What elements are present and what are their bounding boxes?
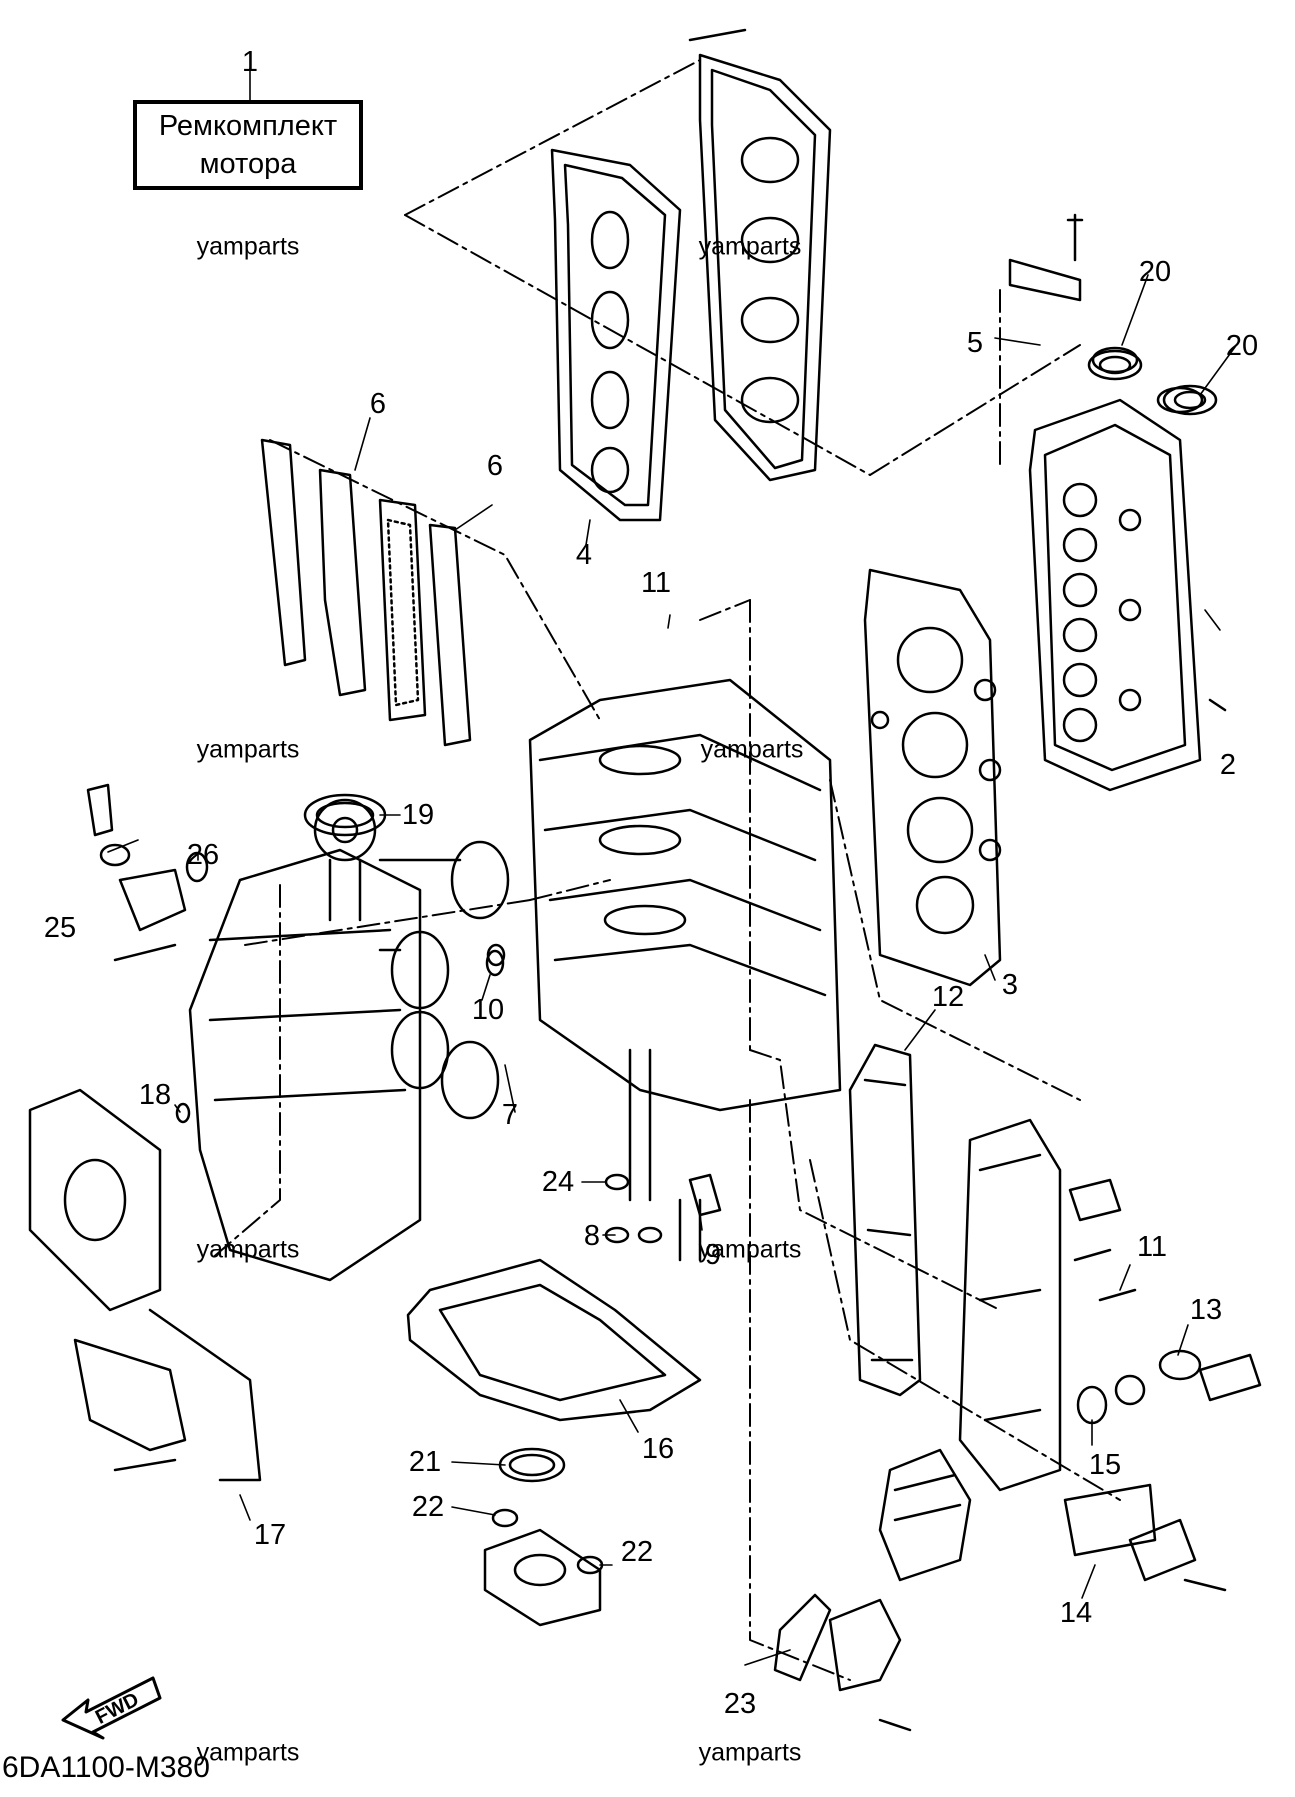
part-number-4: 4 — [575, 539, 593, 571]
watermark: yamparts — [698, 232, 802, 261]
part-number-13: 13 — [1189, 1294, 1223, 1326]
seal-20a — [1087, 349, 1143, 381]
part-number-22b: 22 — [620, 1536, 654, 1568]
part-number-15: 15 — [1088, 1449, 1122, 1481]
part-number-21: 21 — [408, 1446, 442, 1478]
part-number-20a: 20 — [1138, 256, 1172, 288]
gasket-6b — [428, 523, 472, 747]
part-number-10: 10 — [471, 994, 505, 1026]
cylinder-head — [1028, 398, 1202, 792]
watermark: yamparts — [698, 1235, 802, 1264]
watermark: yamparts — [196, 1738, 300, 1767]
part-number-26: 26 — [186, 839, 220, 871]
fwd-arrow-icon: FWD — [61, 1676, 162, 1740]
part-number-8: 8 — [583, 1220, 601, 1252]
part-number-6b: 6 — [486, 450, 504, 482]
part-number-7: 7 — [501, 1099, 519, 1131]
watermark: yamparts — [196, 232, 300, 261]
gasket-4 — [550, 148, 682, 522]
part-number-2: 2 — [1219, 749, 1237, 781]
gasket-13 — [1158, 1349, 1202, 1381]
part-number-12: 12 — [931, 981, 965, 1013]
exhaust-cover — [958, 1118, 1062, 1492]
kit-box: Ремкомплект мотора — [133, 100, 363, 190]
oring-26 — [185, 851, 209, 883]
watermark: yamparts — [196, 1235, 300, 1264]
part-number-14: 14 — [1059, 1597, 1093, 1629]
part-number-19: 19 — [401, 799, 435, 831]
part-number-9: 9 — [704, 1239, 722, 1271]
kit-box-number: 1 — [241, 46, 259, 78]
part-number-5: 5 — [966, 327, 984, 359]
part-number-18: 18 — [138, 1079, 172, 1111]
part-number-6a: 6 — [369, 388, 387, 420]
part-number-22a: 22 — [411, 1491, 445, 1523]
kit-box-line2: мотора — [199, 148, 297, 180]
part-number-20b: 20 — [1225, 330, 1259, 362]
crankcase — [528, 678, 842, 1112]
part-number-11a: 11 — [640, 567, 672, 599]
gasket-6a — [318, 468, 367, 697]
oring-25 — [99, 843, 131, 867]
oil-filter — [878, 1448, 972, 1582]
kit-box-line1: Ремкомплект — [158, 110, 338, 142]
head-cover — [698, 53, 832, 482]
watermark: yamparts — [698, 1738, 802, 1767]
part-number-23: 23 — [723, 1688, 757, 1720]
part-number-25: 25 — [43, 912, 77, 944]
part-number-16: 16 — [641, 1433, 675, 1465]
side-cover-left — [28, 1088, 162, 1312]
part-number-3: 3 — [1001, 969, 1019, 1001]
diagram-code: 6DA1100-M380 — [2, 1751, 210, 1784]
crankshaft-assembly — [188, 848, 422, 1282]
oil-pump — [483, 1528, 602, 1627]
part-number-24: 24 — [541, 1166, 575, 1198]
head-gasket-3 — [863, 568, 1002, 987]
gasket-23 — [773, 1593, 832, 1682]
seal-15 — [1076, 1385, 1108, 1425]
seal-20b — [1162, 384, 1218, 416]
part-number-17: 17 — [253, 1519, 287, 1551]
gasket-16 — [406, 1258, 702, 1422]
gasket-12 — [848, 1043, 922, 1397]
part-number-11b: 11 — [1136, 1231, 1168, 1263]
watermark: yamparts — [700, 735, 804, 764]
gasket-14 — [1063, 1483, 1157, 1557]
watermark: yamparts — [196, 735, 300, 764]
